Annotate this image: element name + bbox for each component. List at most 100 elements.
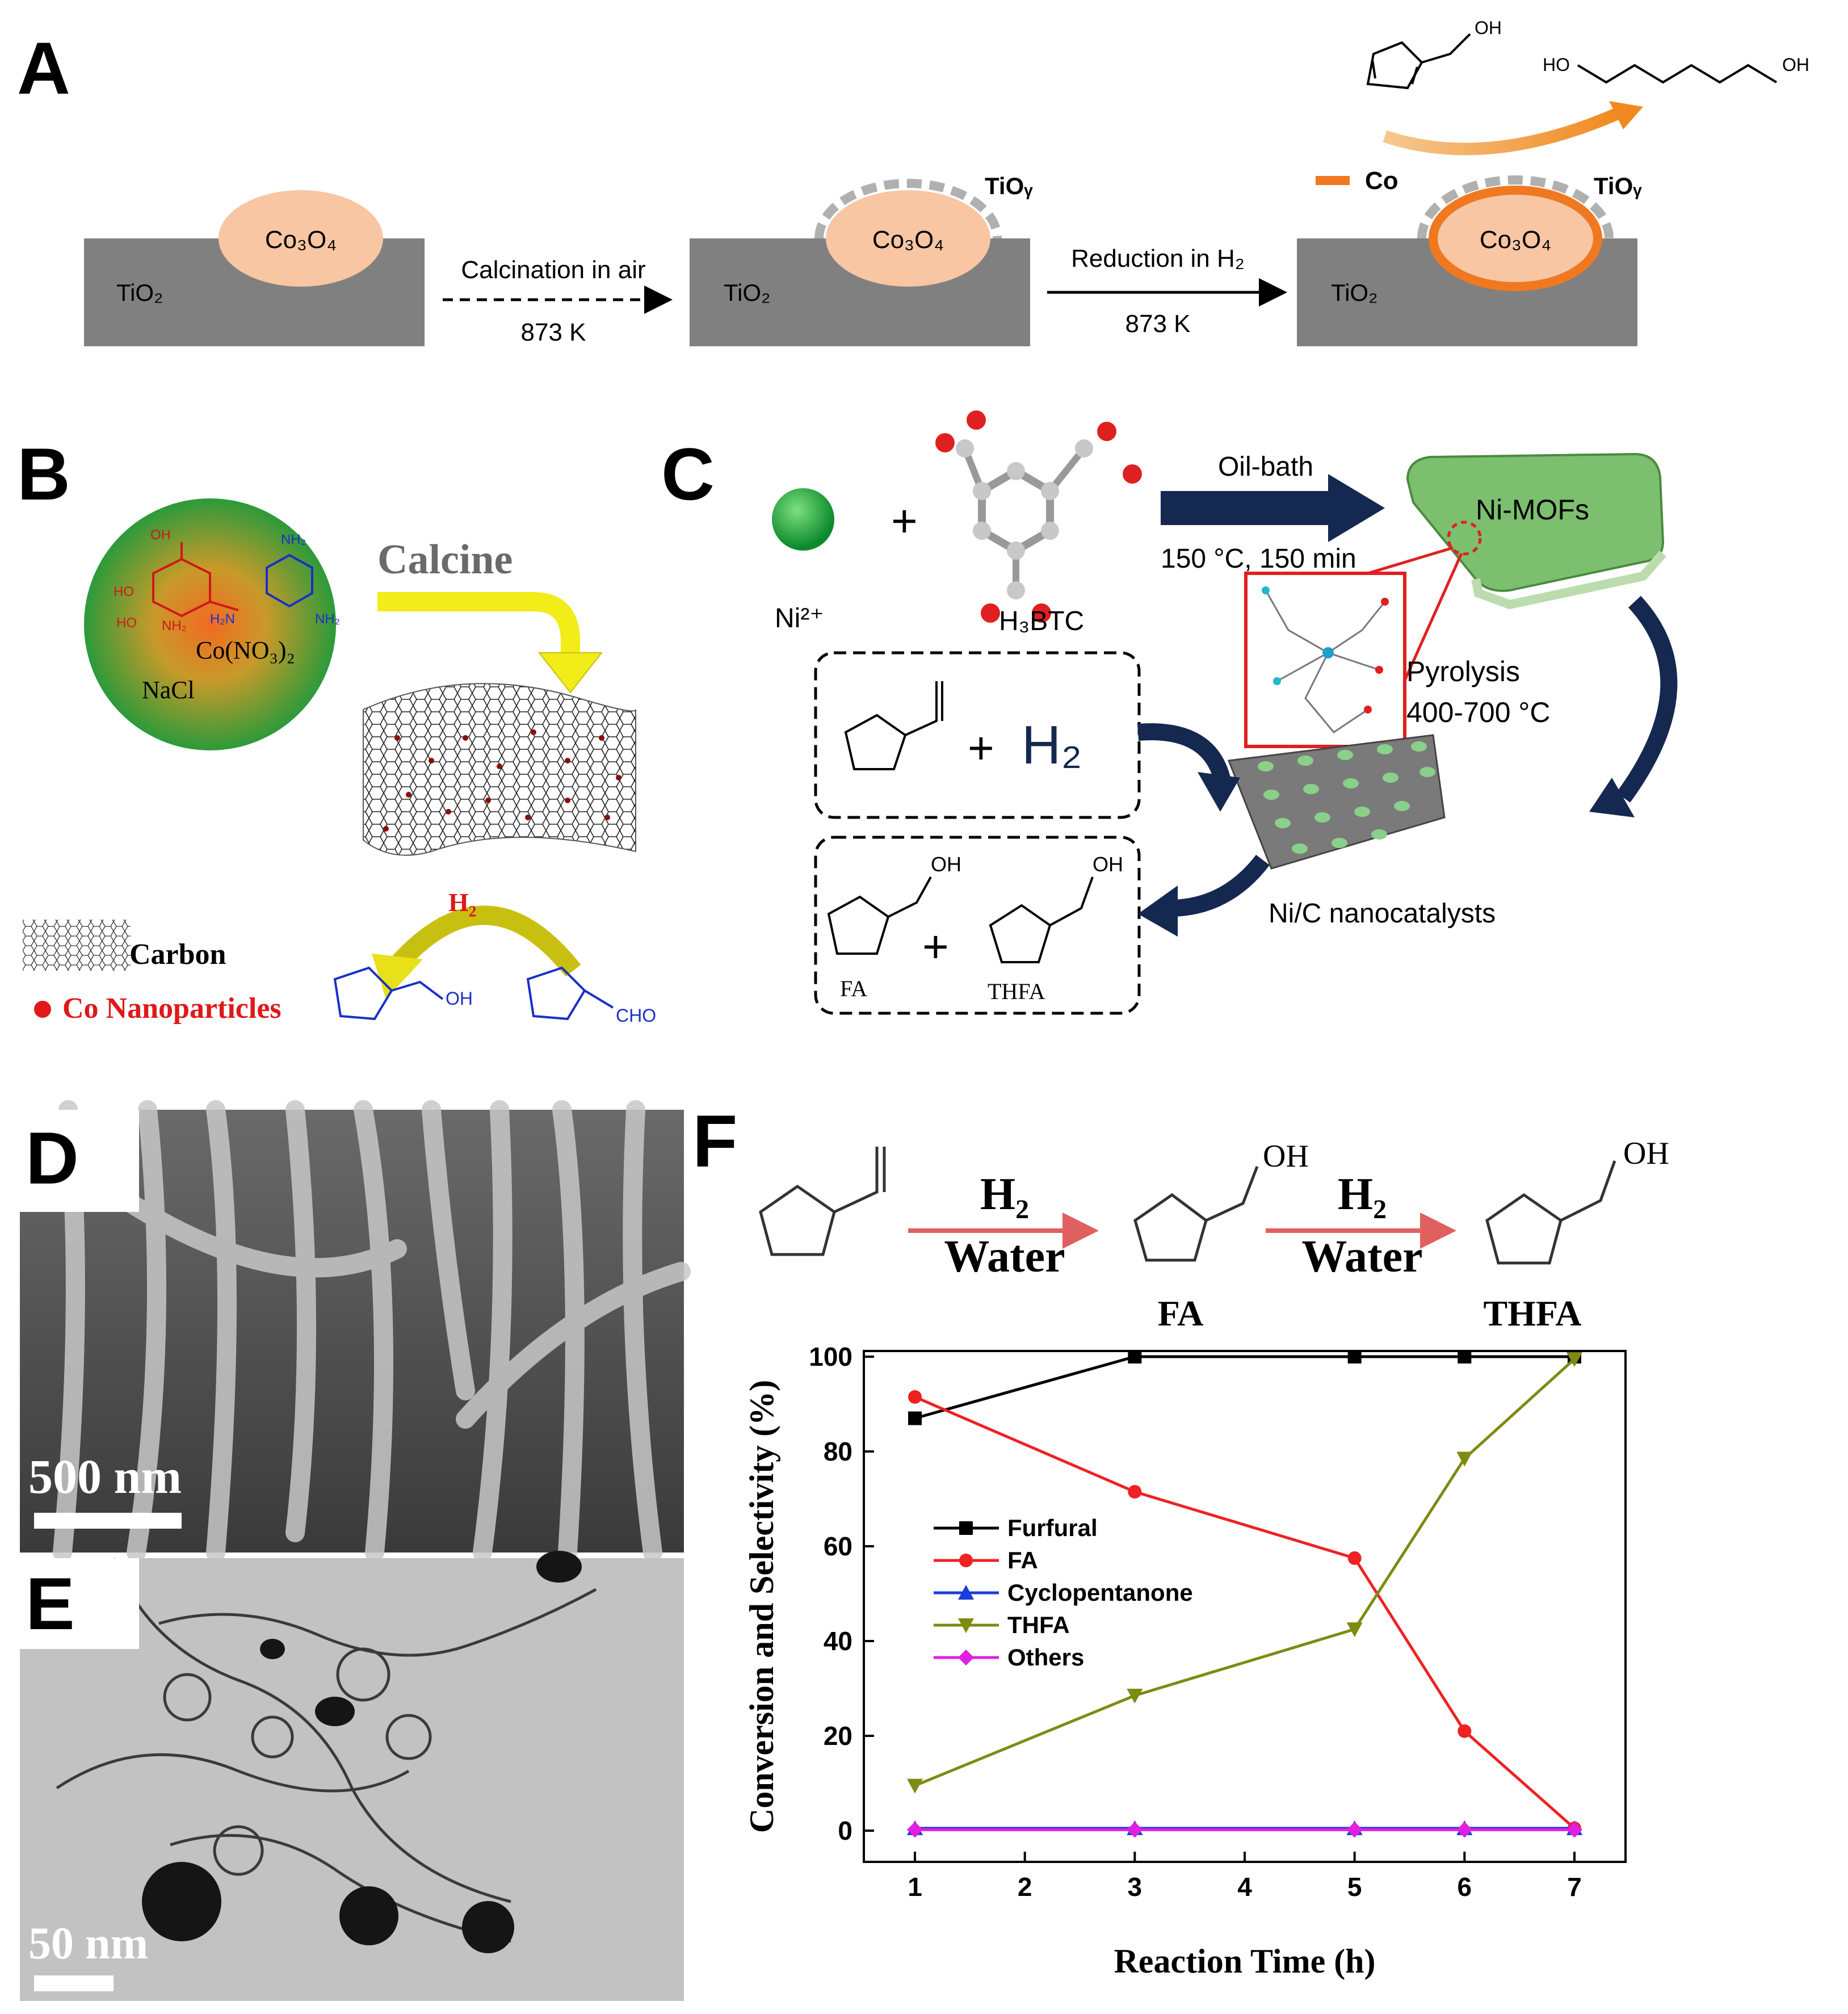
pyrolysis-label: Pyrolysis <box>1406 656 1520 687</box>
thfa-oh-label-f: OH <box>1623 1136 1669 1171</box>
tem-scale-bar <box>34 1975 114 1991</box>
fa-molecule-c <box>827 876 932 955</box>
hydrogenation-arrow <box>1137 723 1232 786</box>
nic-particles <box>1258 741 1435 854</box>
x-tick-label: 5 <box>1347 1872 1362 1902</box>
plus-sign-c2: + <box>968 723 994 773</box>
oil-bath-arrow <box>1161 474 1385 542</box>
tio2-label-3: TiO₂ <box>1331 279 1377 306</box>
oil-bath-label: Oil-bath <box>1218 452 1313 482</box>
water-label-f1: Water <box>944 1232 1065 1282</box>
zoom-line-1 <box>1367 546 1454 575</box>
co3o4-label-2: Co₃O₄ <box>872 226 944 254</box>
cobalt-salt-label: Co(NO₃)₂ <box>196 636 295 664</box>
tem-nanoparticles <box>142 1551 582 1953</box>
panel-b: B NH₂ H₂N NH₂ NH₂ HO HO OH Co(NO₃)₂ NaCl… <box>17 433 656 1026</box>
panel-e-label-bg <box>20 1558 139 1649</box>
series-point-1 <box>1128 1350 1142 1363</box>
series-point-5 <box>1566 1822 1582 1838</box>
panel-d-letter: D <box>26 1117 79 1199</box>
x-tick-label: 6 <box>1458 1872 1472 1902</box>
carbon-legend-swatch <box>23 920 131 971</box>
nh2-bottom: NH₂ <box>162 618 187 633</box>
y-axis-label: Conversion and Selectivity (%) <box>743 1380 780 1833</box>
chart-plot-area <box>863 1350 1627 1863</box>
thfa-molecule-c <box>989 876 1094 963</box>
catalyst-label: Ni/C nanocatalysts <box>1269 899 1496 929</box>
water-label-f2: Water <box>1301 1232 1422 1282</box>
tioy-overlayer-2 <box>814 179 1002 239</box>
melamine-ring <box>266 553 313 608</box>
ni-ion-label: Ni²⁺ <box>775 603 824 633</box>
pentanediol-molecule <box>1577 64 1778 84</box>
stage-1: Co₃O₄ TiO₂ <box>84 190 425 346</box>
series-point-5 <box>907 1822 923 1838</box>
conversion-arc-arrow <box>1383 107 1620 156</box>
stage-3: Co₃O₄ TiO₂ TiOᵧ Co <box>1297 167 1642 346</box>
panel-a: A Co₃O₄ TiO₂ Calcination in air 873 K Co… <box>17 18 1809 346</box>
legend-label: FA <box>1007 1547 1038 1574</box>
series-point-5 <box>1127 1822 1143 1838</box>
product-release-arrow <box>1169 854 1270 917</box>
zoom-line-2 <box>1400 552 1463 688</box>
co-dots <box>383 729 621 832</box>
tioy-overlayer-3 <box>1417 175 1614 239</box>
series-point-2 <box>1347 1551 1362 1565</box>
x-axis-label: Reaction Time (h) <box>1114 1942 1375 1980</box>
panel-d: D 500 nm <box>20 1100 691 1562</box>
reactant-box <box>814 651 1141 819</box>
series-point-4 <box>907 1778 923 1794</box>
product-release-arrowhead <box>1138 886 1178 937</box>
tem-network <box>56 1558 597 1943</box>
panel-c-letter: C <box>661 433 715 515</box>
series-point-4 <box>1346 1622 1363 1638</box>
stage-2: Co₃O₄ TiO₂ TiOᵧ <box>690 173 1033 346</box>
plus-sign-c1: + <box>891 496 918 546</box>
tioy-label-3: TiOᵧ <box>1594 173 1642 199</box>
hydrogenation-arrowhead <box>1198 772 1240 812</box>
co3o4-particle-2 <box>826 190 990 287</box>
sem-scale-bar <box>34 1513 182 1529</box>
pyrolysis-arrow <box>1616 595 1678 803</box>
reduction-label: Reduction in H₂ <box>1071 245 1245 272</box>
plus-sign-c3: + <box>922 921 949 972</box>
co3o4-label-3: Co₃O₄ <box>1480 226 1551 254</box>
ni-mof-slab <box>1406 452 1665 592</box>
btc-molecule <box>935 410 1142 623</box>
co-np-legend-dot <box>34 1001 51 1018</box>
series-point-1 <box>1458 1350 1472 1363</box>
panel-d-label-bg <box>20 1110 139 1212</box>
series-point-4 <box>1456 1451 1473 1467</box>
thfa-molecule-f <box>1485 1160 1616 1265</box>
series-point-5 <box>1346 1822 1363 1838</box>
glucose-ring <box>152 542 239 618</box>
thfa-oh-label-c: OH <box>1093 853 1123 876</box>
x-tick-label: 2 <box>1018 1872 1032 1902</box>
legend-marker <box>959 1521 973 1535</box>
co-legend-label: Co <box>1365 167 1398 195</box>
nh2-top: NH₂ <box>281 532 306 547</box>
legend-marker <box>958 1585 974 1600</box>
furfural-molecule-b <box>526 966 614 1021</box>
y-tick-label: 60 <box>824 1532 852 1561</box>
y-tick-label: 40 <box>824 1626 852 1656</box>
panel-c: C Ni²⁺ + H₃BTC Oil-bath 150 °C, 150 min <box>661 410 1678 1015</box>
pyrolysis-arrowhead <box>1589 778 1635 817</box>
y-tick-label: 100 <box>809 1342 852 1371</box>
panel-a-letter: A <box>17 27 70 110</box>
nanofibers <box>53 1100 691 1562</box>
series-point-2 <box>1128 1484 1142 1499</box>
co3o4-particle-1 <box>219 190 383 287</box>
legend-label: Others <box>1007 1644 1084 1671</box>
h2-arc-arrow <box>390 905 581 977</box>
series-point-1 <box>1347 1350 1362 1363</box>
product-box <box>814 836 1141 1015</box>
pentanediol-ho-label: HO <box>1543 54 1570 75</box>
fa-oh-label-c: OH <box>931 853 961 876</box>
x-tick-label: 4 <box>1237 1872 1252 1902</box>
legend-label: Furfural <box>1007 1514 1098 1541</box>
calcination-label: Calcination in air <box>461 256 645 284</box>
calcination-temp: 873 K <box>521 318 586 346</box>
